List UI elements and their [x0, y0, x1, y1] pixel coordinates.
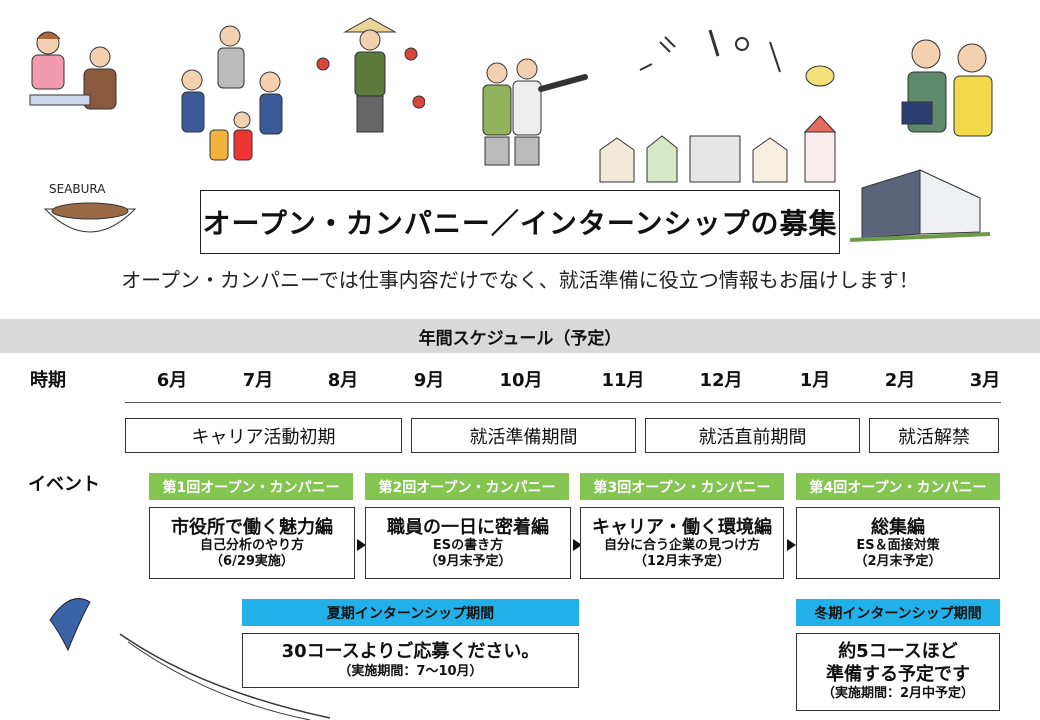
event-title: 職員の一日に密着編	[387, 516, 549, 538]
event-tag-3: 第3回オープン・カンパニー	[580, 473, 784, 500]
summer-internship-tag: 夏期インターンシップ期間	[242, 599, 579, 626]
event-tag-4: 第4回オープン・カンパニー	[796, 473, 1000, 500]
phase-job-prep: 就活準備期間	[411, 418, 636, 453]
illustration-houses	[599, 115, 837, 183]
month-label: 7月	[242, 370, 274, 391]
month-label: 2月	[884, 370, 916, 391]
event-title: キャリア・働く環境編	[592, 516, 772, 538]
month-label: 10月	[499, 370, 543, 391]
illustration-swallow-bird	[49, 598, 331, 720]
event-detail: 自分に合う企業の見つけ方	[603, 538, 760, 554]
timeline-divider	[125, 402, 1001, 403]
event-card-1: 市役所で働く魅力編 自己分析のやり方 （6/29実施）	[149, 507, 355, 579]
month-label: 8月	[327, 370, 359, 391]
event-row-label: イベント	[28, 474, 100, 495]
event-date: （9月末予定）	[424, 553, 512, 569]
page-title: オープン・カンパニー／インターンシップの募集	[200, 190, 840, 254]
arrow-right-icon	[357, 539, 366, 551]
event-tag-1: 第1回オープン・カンパニー	[149, 473, 353, 500]
internship-main-text: 約5コースほど	[838, 641, 958, 663]
schedule-header: 年間スケジュール（予定）	[0, 319, 1040, 353]
winter-internship-card: 約5コースほど 準備する予定です （実施期間：2月中予定）	[796, 633, 1000, 711]
event-date: （2月末予定）	[854, 553, 942, 569]
illustration-city-hall	[850, 169, 990, 242]
illustration-ramen-bowl: SEABURA	[43, 182, 137, 233]
event-card-3: キャリア・働く環境編 自分に合う企業の見つけ方 （12月末予定）	[580, 507, 784, 579]
phase-pre-job-hunt: 就活直前期間	[645, 418, 860, 453]
month-label: 11月	[601, 370, 645, 391]
event-title: 市役所で働く魅力編	[171, 516, 333, 538]
event-date: （6/29実施）	[210, 553, 294, 569]
illustration-utensils	[639, 29, 835, 87]
event-detail: ES＆面接対策	[856, 538, 940, 554]
month-label: 9月	[413, 370, 445, 391]
event-card-4: 総集編 ES＆面接対策 （2月末予定）	[796, 507, 1000, 579]
ramen-bowl-label: SEABURA	[49, 182, 106, 196]
event-detail: 自己分析のやり方	[199, 538, 304, 554]
phase-job-hunt-open: 就活解禁	[869, 418, 999, 453]
event-tag-2: 第2回オープン・カンパニー	[365, 473, 569, 500]
internship-note: （実施期間：7～10月）	[338, 663, 483, 679]
month-label: 3月	[969, 370, 1001, 391]
event-date: （12月末予定）	[633, 553, 731, 569]
event-card-2: 職員の一日に密着編 ESの書き方 （9月末予定）	[365, 507, 571, 579]
illustration-couple	[901, 39, 993, 137]
month-label: 6月	[156, 370, 188, 391]
illustration-farmer	[316, 17, 425, 133]
internship-note: （実施期間：2月中予定）	[821, 686, 975, 702]
arrow-right-icon	[573, 539, 582, 551]
winter-internship-tag: 冬期インターンシップ期間	[796, 599, 1000, 626]
illustration-school-kids	[181, 25, 283, 161]
internship-main-text-2: 準備する予定です	[826, 663, 970, 685]
event-title: 総集編	[871, 516, 925, 538]
event-detail: ESの書き方	[432, 538, 504, 554]
phase-career-early: キャリア活動初期	[125, 418, 402, 453]
month-label: 12月	[699, 370, 743, 391]
period-row-label: 時期	[30, 370, 66, 391]
internship-main-text: 30コースよりご応募ください。	[281, 641, 540, 663]
illustration-cooking-family	[29, 31, 117, 110]
summer-internship-card: 30コースよりご応募ください。 （実施期間：7～10月）	[242, 633, 579, 688]
illustration-travelers	[482, 58, 588, 166]
month-label: 1月	[799, 370, 831, 391]
arrow-right-icon	[787, 539, 796, 551]
page-subtitle: オープン・カンパニーでは仕事内容だけでなく、就活準備に役立つ情報もお届けします！	[121, 268, 919, 292]
